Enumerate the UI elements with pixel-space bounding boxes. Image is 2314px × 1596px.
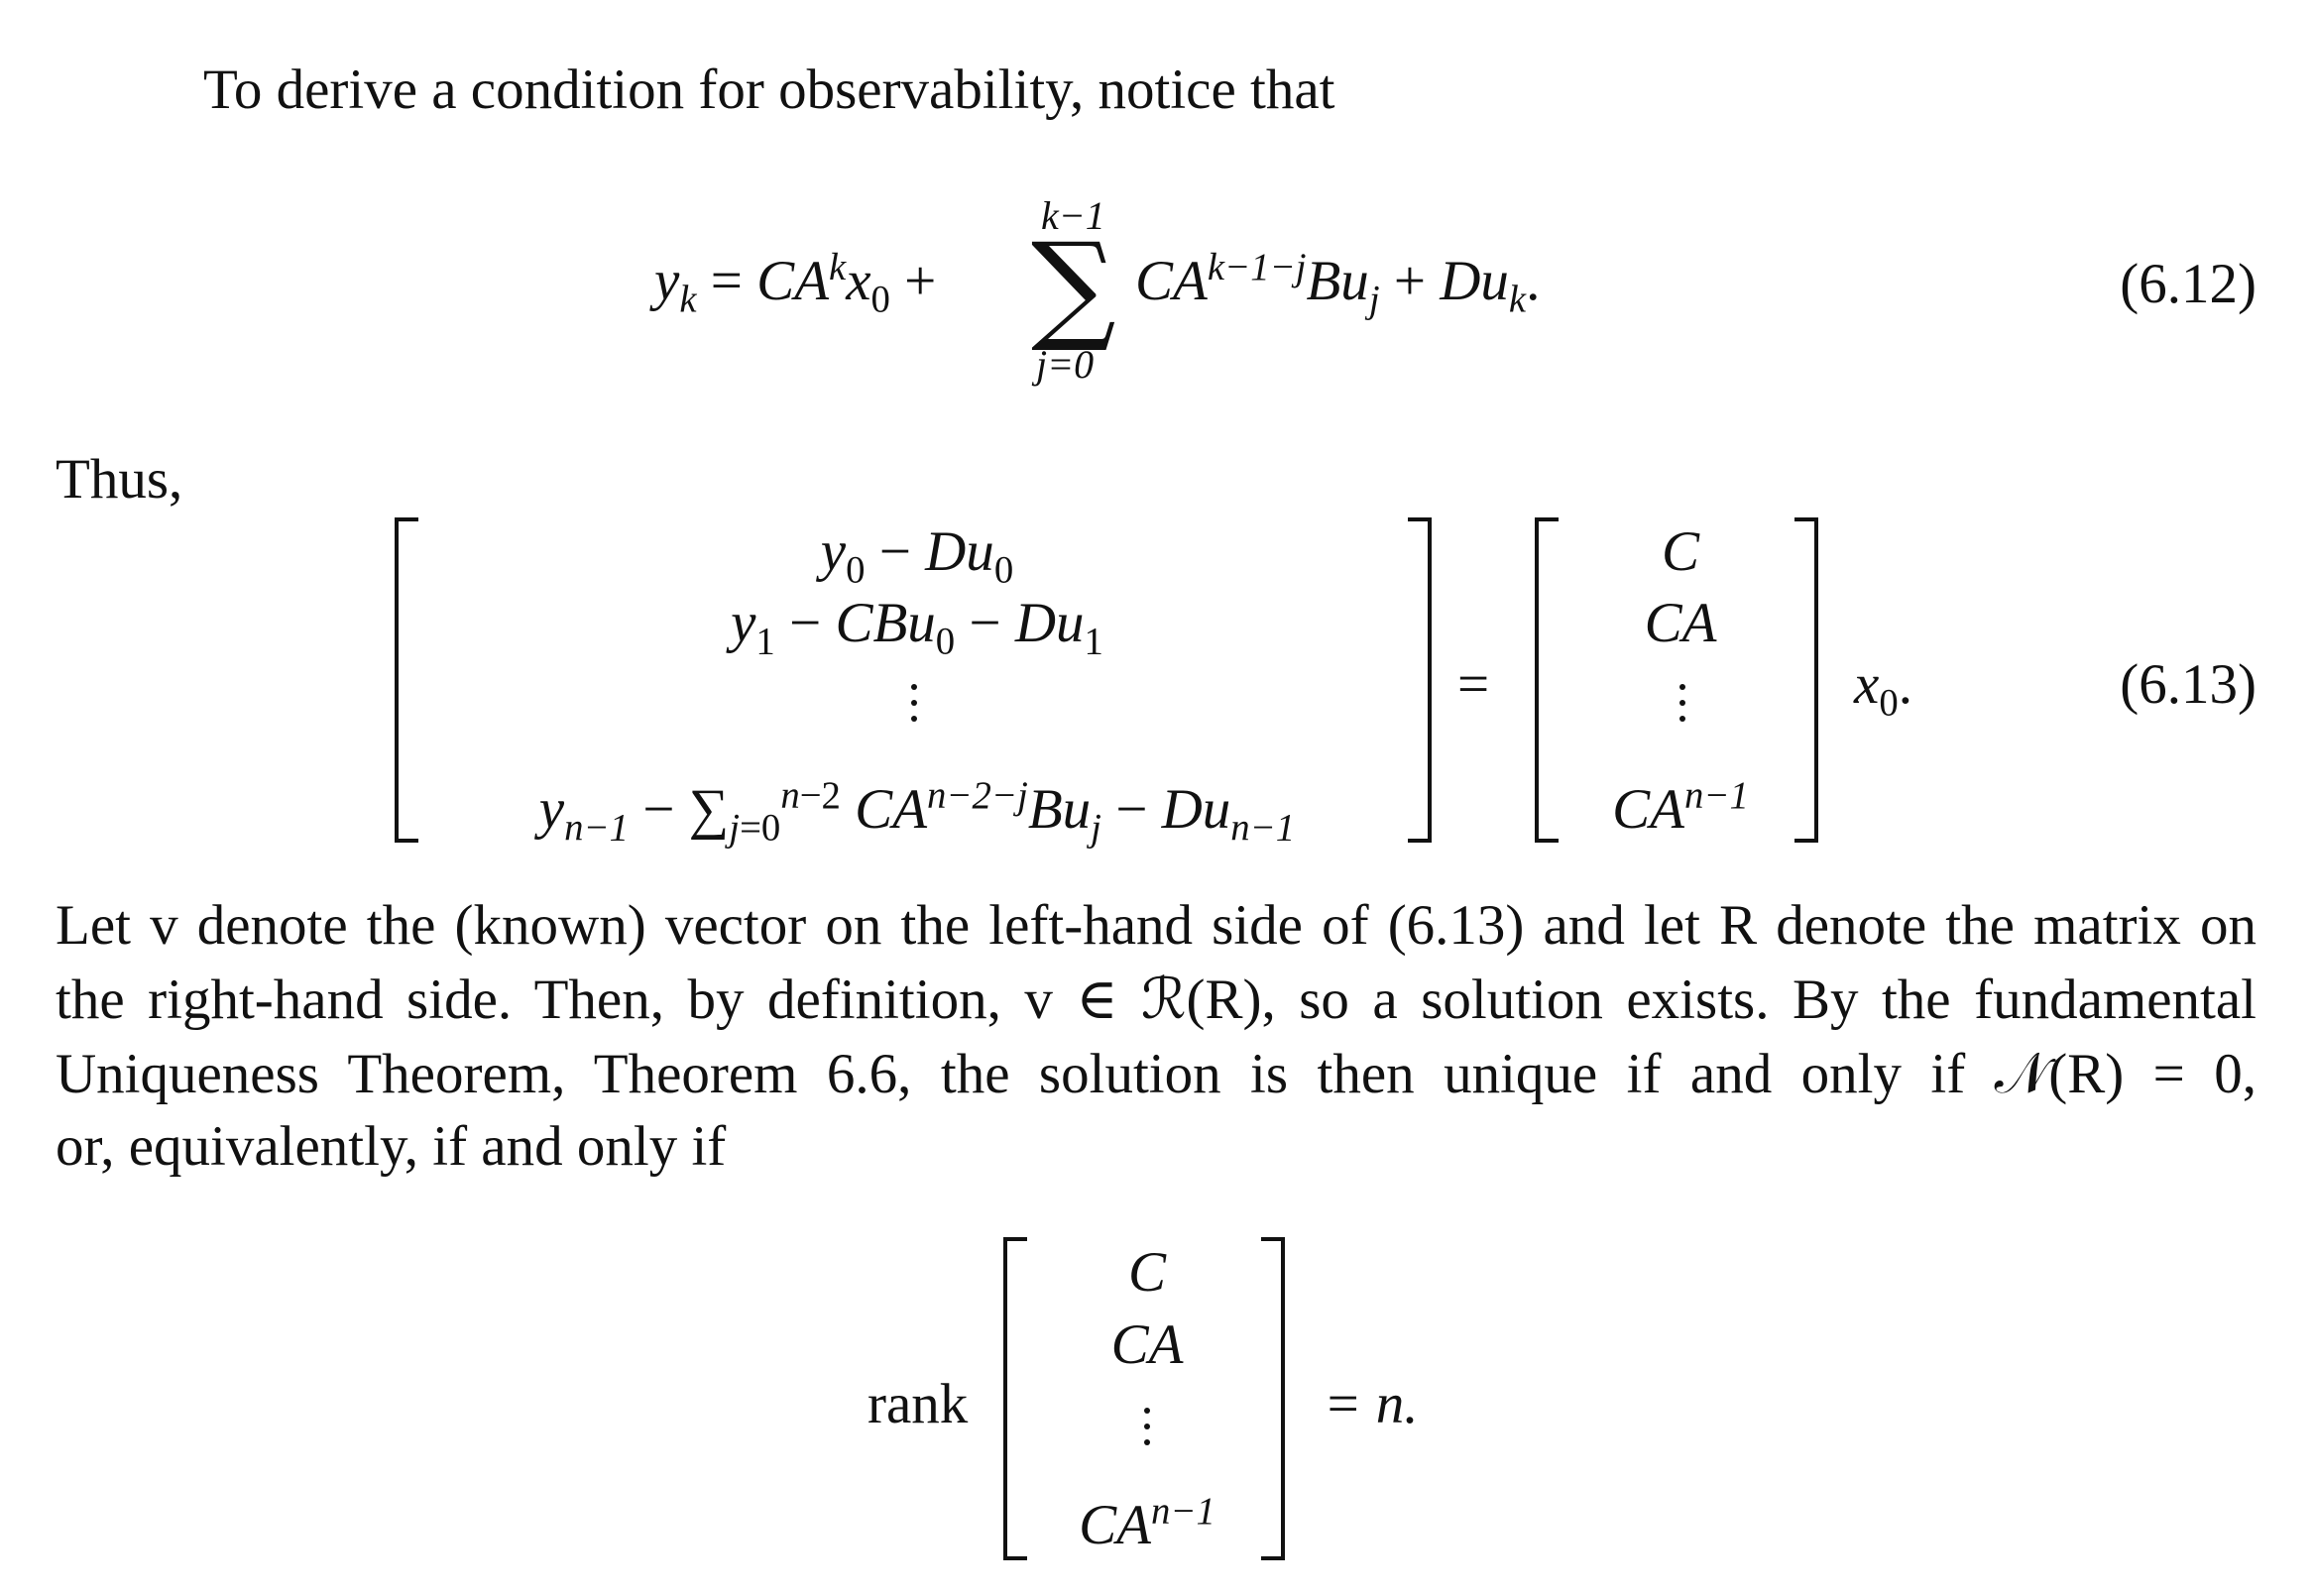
rank-word: rank	[868, 1373, 969, 1435]
x0-term: x0.	[1854, 653, 1912, 725]
paragraph-line-3: Uniqueness Theorem, Theorem 6.6, the sol…	[56, 1043, 2256, 1105]
lhs-row-n: yn−1 − ∑j=0n−2 CAn−2−jBuj − Dun−1	[538, 774, 1296, 850]
rank-vertical-dots	[1142, 1408, 1152, 1455]
lhs-row-2: y1 − CBu0 − Du1	[731, 592, 1103, 663]
right-bracket	[1794, 517, 1818, 843]
left-bracket	[395, 517, 418, 843]
right-bracket	[1261, 1237, 1285, 1560]
rank-row-2: CA	[1110, 1313, 1184, 1376]
equation-number: (6.12)	[2120, 253, 2256, 315]
sum-lower-limit: j=0	[1036, 342, 1095, 387]
lhs-row-1: y0 − Du0	[820, 520, 1014, 592]
paragraph-line-4: or, equivalently, if and only if	[56, 1115, 727, 1178]
thus-text: Thus,	[56, 448, 183, 511]
rhs-row-2: CA	[1644, 592, 1717, 654]
rhs-row-n: CAn−1	[1612, 774, 1749, 841]
eq612-lhs: yk = CAkx0 +	[654, 246, 937, 321]
paragraph-line-1: Let v denote the (known) vector on the l…	[56, 894, 2256, 957]
rhs-vertical-dots	[1678, 684, 1687, 732]
rank-result: = n.	[1324, 1373, 1419, 1435]
paragraph-line-2: the right-hand side. Then, by definition…	[56, 969, 2256, 1031]
eq612-rhs: CAk−1−jBuj + Duk.	[1135, 246, 1541, 321]
left-bracket	[1003, 1237, 1027, 1560]
rank-row-1: C	[1127, 1241, 1167, 1304]
rank-row-n: CAn−1	[1079, 1490, 1215, 1556]
left-bracket	[1535, 517, 1559, 843]
right-bracket	[1408, 517, 1432, 843]
sum-symbol: ∑	[1031, 218, 1116, 356]
lhs-vertical-dots	[909, 684, 919, 732]
equation-number: (6.13)	[2120, 653, 2256, 716]
intro-text: To derive a condition for observability,…	[203, 58, 1335, 121]
rhs-row-1: C	[1661, 520, 1700, 583]
equals-sign: =	[1457, 653, 1490, 716]
sum-upper-limit: k−1	[1041, 193, 1105, 238]
